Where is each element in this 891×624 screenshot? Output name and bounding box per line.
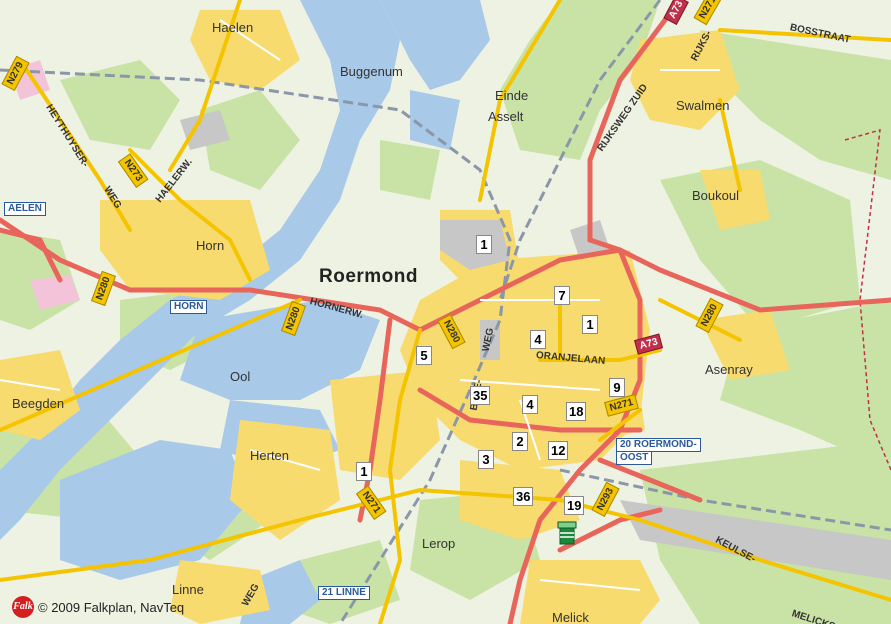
place-boukoul: Boukoul: [692, 188, 739, 203]
map-marker[interactable]: 1: [476, 235, 492, 254]
exit-sign-roermond-oost-line2: OOST: [616, 451, 653, 465]
copyright-text: © 2009 Falkplan, NavTeq: [38, 599, 185, 615]
place-herten: Herten: [250, 448, 290, 463]
border-line: [844, 128, 891, 471]
map-copyright: Falk © 2009 Falkplan, NavTeq: [12, 596, 184, 618]
place-ool: Ool: [230, 369, 251, 384]
parking-marker-icon[interactable]: [556, 520, 578, 546]
map-marker[interactable]: 18: [566, 402, 587, 421]
place-buggenum: Buggenum: [340, 64, 403, 79]
map-marker[interactable]: 7: [554, 286, 570, 305]
place-asselt: Asselt: [488, 109, 524, 124]
place-horn: Horn: [196, 238, 225, 253]
place-lerop: Lerop: [422, 536, 456, 551]
place-roermond: Roermond: [319, 266, 418, 287]
place-beegden: Beegden: [12, 396, 65, 411]
map-marker[interactable]: 1: [582, 315, 598, 334]
map-marker[interactable]: 5: [416, 346, 432, 365]
map-marker[interactable]: 19: [564, 496, 585, 515]
map-marker[interactable]: 35: [470, 386, 491, 405]
map-marker[interactable]: 36: [513, 487, 534, 506]
exit-sign-roermond-oost: 20 ROERMOND-: [616, 438, 701, 452]
map-marker[interactable]: 4: [530, 330, 546, 349]
place-swalmen: Swalmen: [676, 98, 730, 113]
place-einde: Einde: [495, 88, 529, 103]
map-marker[interactable]: 1: [356, 462, 372, 481]
place-haelen: Haelen: [212, 20, 254, 35]
place-melick: Melick: [552, 610, 589, 624]
map-marker[interactable]: 12: [548, 441, 569, 460]
place-linne: Linne: [172, 582, 204, 597]
exit-sign-haelen: AELEN: [4, 202, 46, 216]
map-marker[interactable]: 4: [522, 395, 538, 414]
exit-sign-horn: HORN: [170, 300, 208, 314]
map-marker[interactable]: 3: [478, 450, 494, 469]
exit-sign-linne: 21 LINNE: [318, 586, 370, 600]
map-marker[interactable]: 2: [512, 432, 528, 451]
map-marker[interactable]: 9: [609, 378, 625, 397]
falk-logo: Falk: [12, 596, 34, 618]
place-asenray: Asenray: [705, 362, 753, 377]
